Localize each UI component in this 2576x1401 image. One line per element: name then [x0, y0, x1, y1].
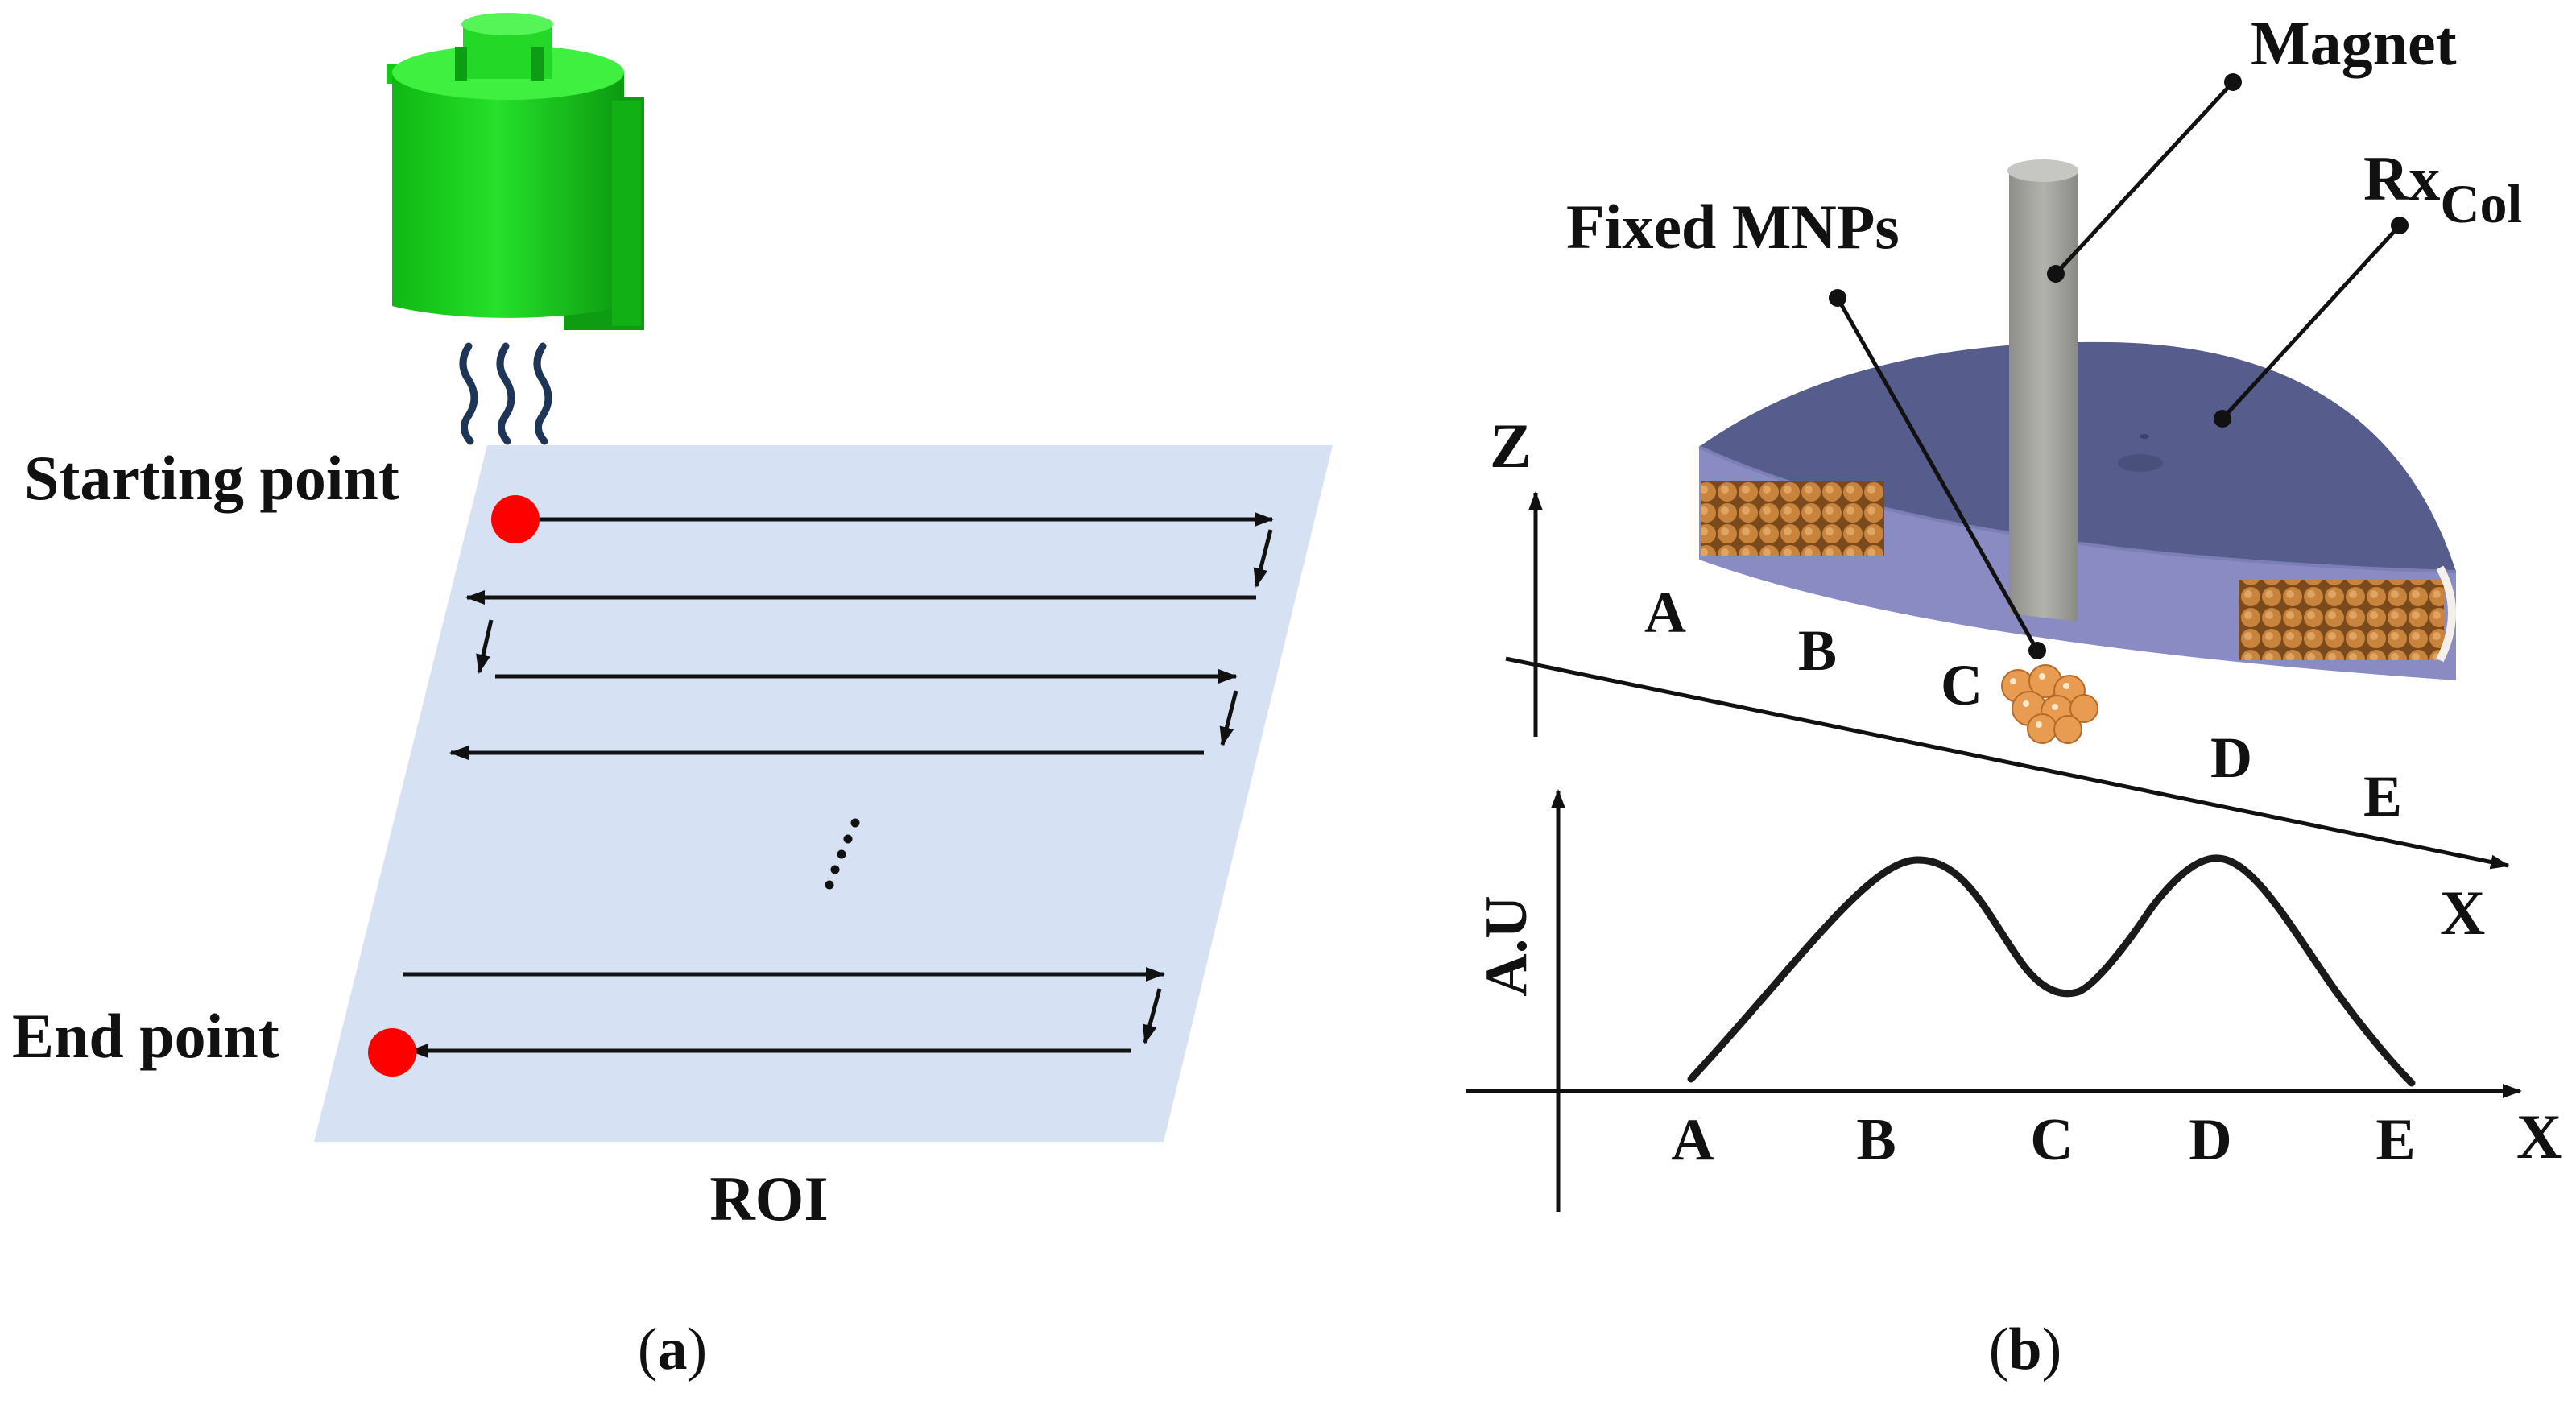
tick-c: C: [2030, 1107, 2073, 1173]
position-a: A: [1644, 581, 1686, 645]
ellipsis-dots: [825, 818, 860, 890]
magnet-rod: [2007, 159, 2078, 622]
fixed-mnps-label: Fixed MNPs: [1566, 192, 1900, 262]
mnp-dots: [2010, 673, 2069, 728]
caption-b: (b): [1989, 1316, 2061, 1382]
end-marker: [368, 1028, 416, 1077]
axis-y-label: A.U: [1474, 895, 1540, 996]
field-waves: [459, 342, 552, 445]
tick-a: A: [1671, 1107, 1714, 1173]
coil-winding-left: [1701, 481, 1884, 556]
signal-curve: [1687, 854, 2416, 1087]
panel-a: Starting point End point ROI (a): [12, 13, 1333, 1382]
start-marker: [491, 495, 540, 543]
caption-a: (a): [638, 1316, 707, 1382]
tick-d: D: [2189, 1107, 2231, 1173]
tick-e: E: [2375, 1107, 2415, 1173]
panel-b: Magnet RxCol Fixed MNPs Z X X A.U A B C …: [1466, 8, 2562, 1382]
end-point-label: End point: [12, 1001, 279, 1071]
roi-label: ROI: [709, 1163, 828, 1234]
tick-labels-bottom: A B C D E: [1671, 1107, 2415, 1173]
leader-lines: [1835, 81, 2401, 652]
axis-z-label: Z: [1490, 411, 1532, 481]
tick-b: B: [1856, 1107, 1896, 1173]
position-d: D: [2210, 725, 2252, 790]
axis-x-bottom-label: X: [2516, 1101, 2562, 1172]
roi-plane: [314, 445, 1333, 1142]
leader-dots: [1829, 73, 2409, 659]
coil-winding-right: [2239, 580, 2444, 660]
starting-point-label: Starting point: [24, 443, 399, 513]
scan-path: [403, 512, 1274, 1058]
position-e: E: [2363, 764, 2402, 829]
mnp-cluster: [2001, 664, 2098, 744]
magnet-label: Magnet: [2251, 8, 2457, 78]
position-c: C: [1941, 653, 1983, 717]
axis-x-top-label: X: [2440, 878, 2485, 948]
position-b: B: [1798, 618, 1837, 683]
position-labels-top: A B C D E: [1644, 581, 2402, 829]
lower-axes: [1466, 789, 2522, 1212]
upper-axes: [1505, 491, 2510, 870]
rx-col-label: RxCol: [2363, 143, 2522, 234]
scanner-device: [387, 13, 644, 330]
